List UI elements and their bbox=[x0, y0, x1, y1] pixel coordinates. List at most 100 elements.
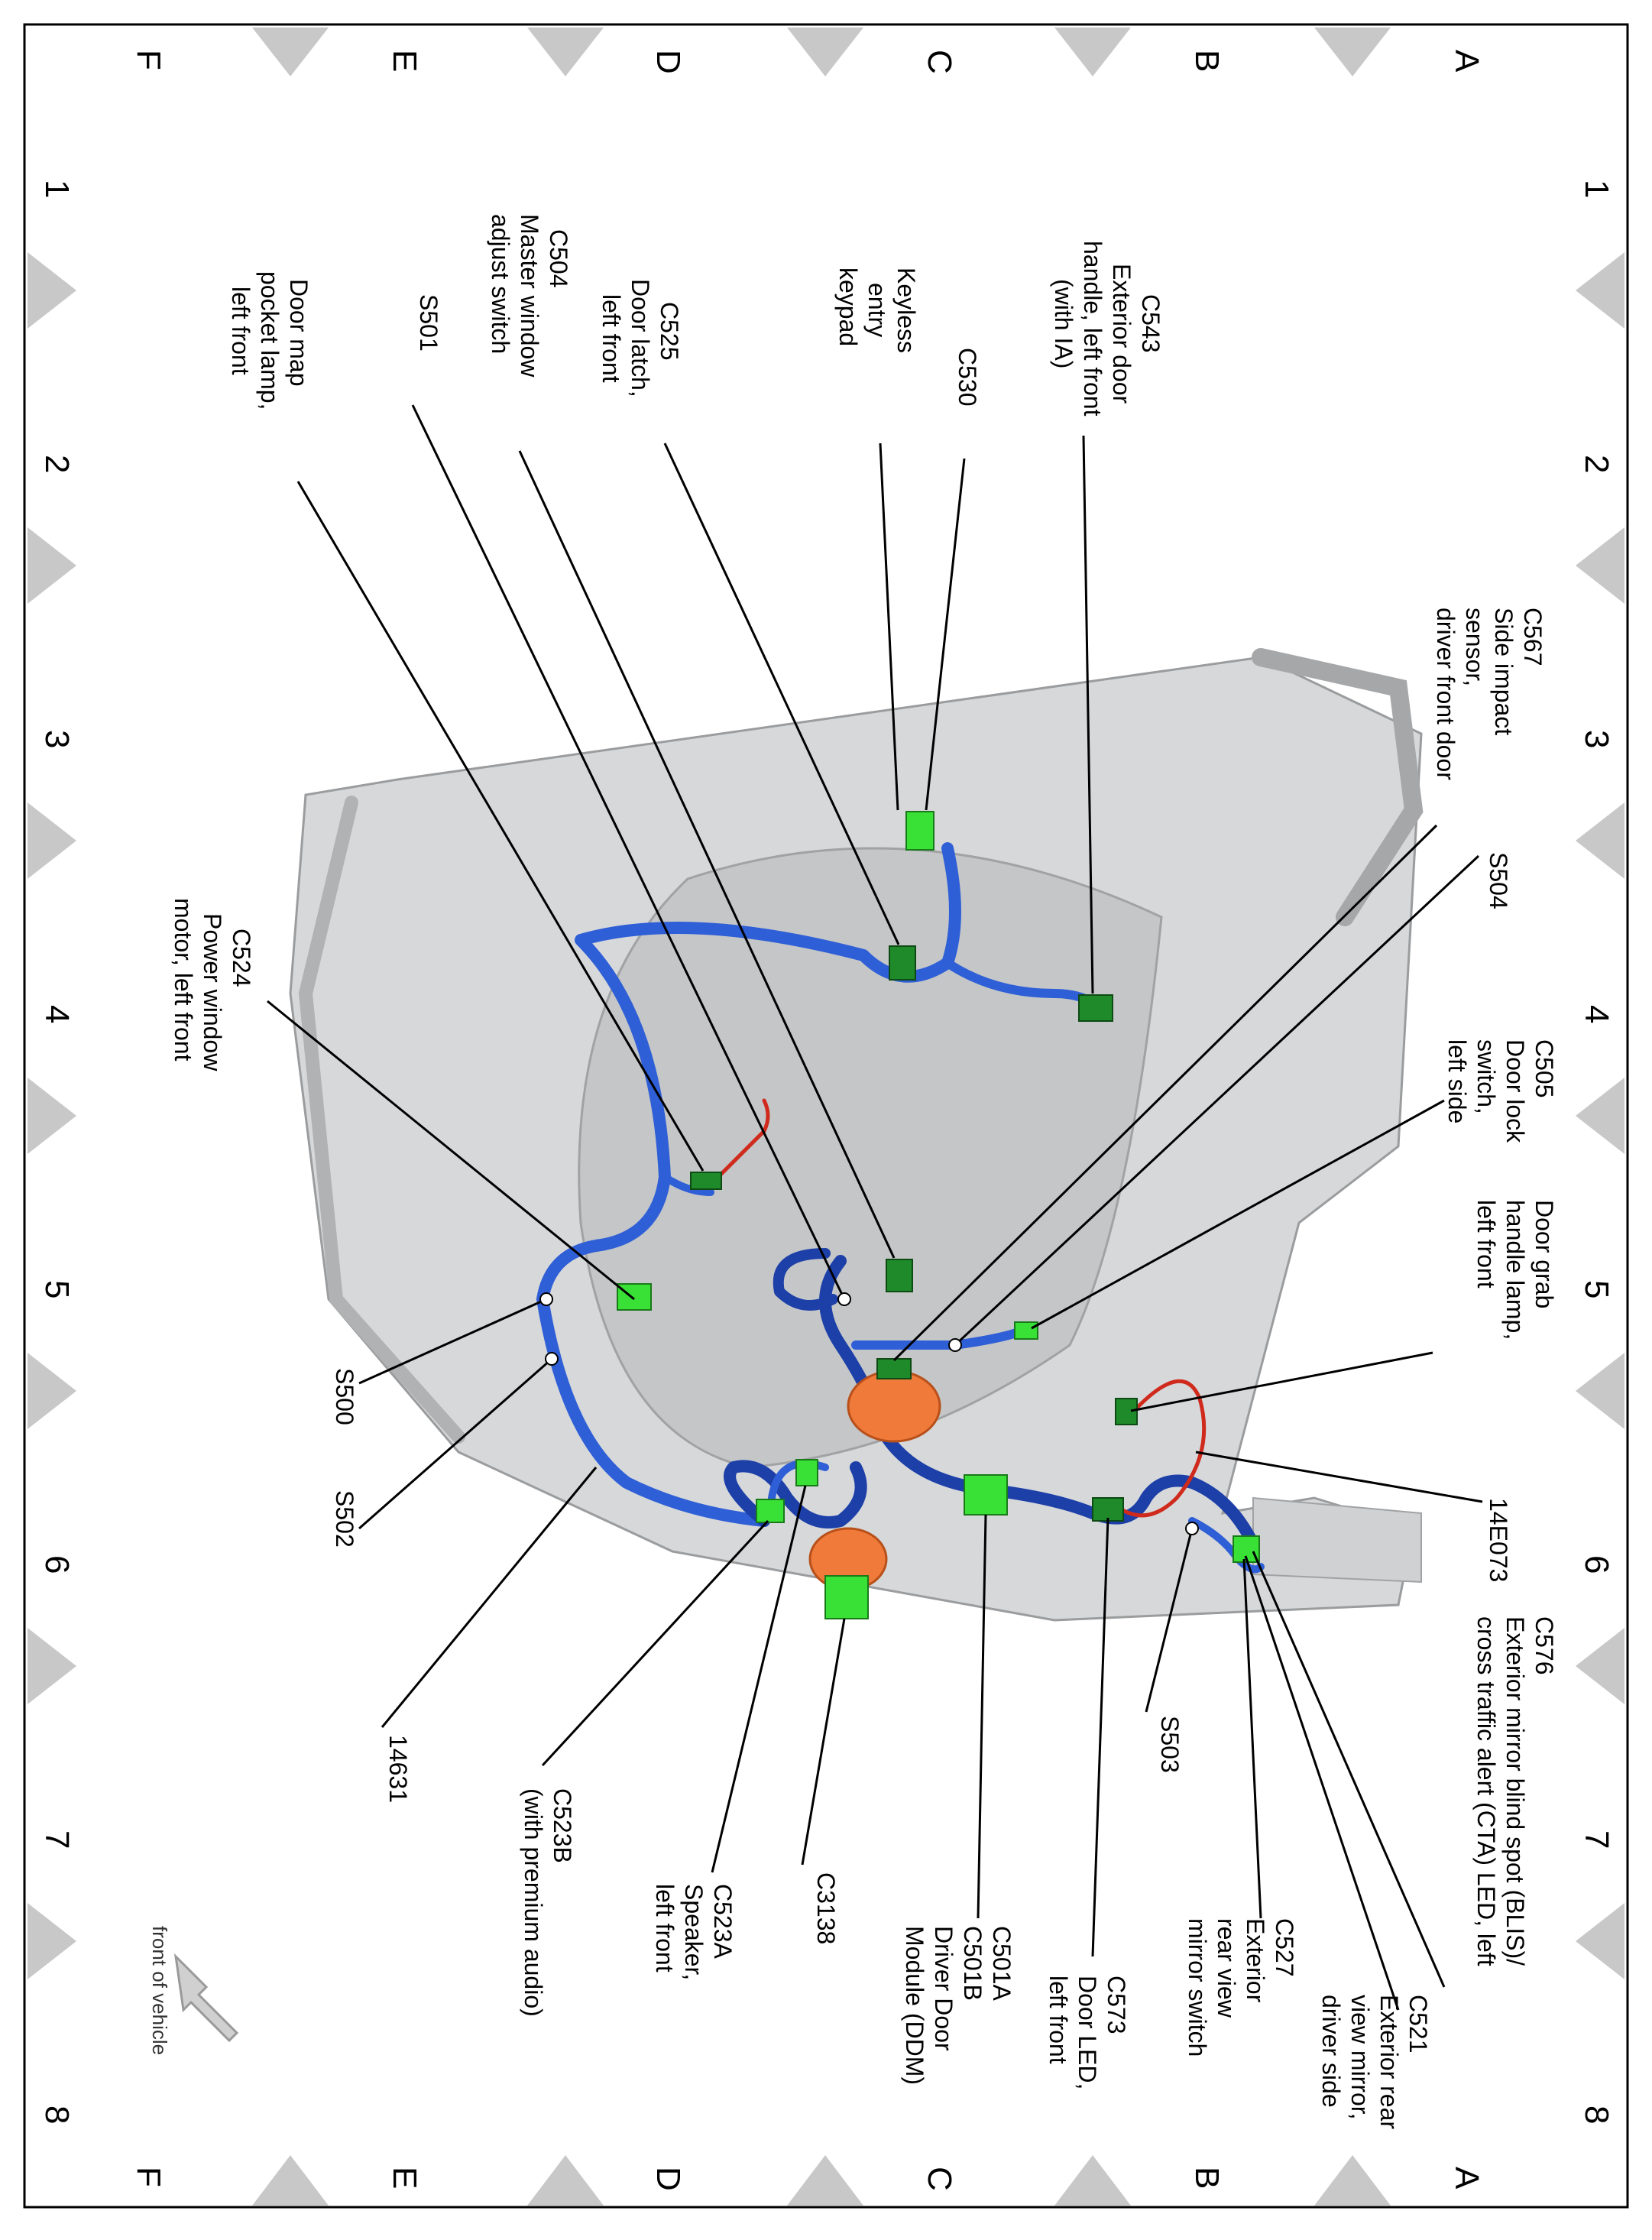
door-window-frame bbox=[1252, 648, 1424, 926]
callout-line: C523B bbox=[549, 1788, 576, 1863]
grid-letter: C bbox=[921, 50, 958, 74]
connector-c505 bbox=[1014, 1321, 1038, 1340]
callout-line: C525 bbox=[656, 302, 683, 361]
callout-line: C527 bbox=[1271, 1918, 1298, 1977]
callout-line: cross traffic alert (CTA) LED, left bbox=[1472, 1616, 1500, 1966]
door-inner-recess bbox=[578, 847, 1163, 1469]
callout-line: Door LED, bbox=[1074, 1976, 1101, 2089]
connector-grab-lamp bbox=[1115, 1398, 1138, 1425]
callout-s503: S503 bbox=[1156, 1716, 1184, 1773]
callout-line: C543 bbox=[1137, 294, 1164, 353]
callout-line: left front bbox=[1045, 1976, 1072, 2064]
connector-c525 bbox=[889, 945, 916, 981]
leader-s501 bbox=[411, 404, 846, 1300]
leader-c573 bbox=[1091, 1517, 1109, 1957]
callout-s504: S504 bbox=[1485, 852, 1512, 909]
leader-map-lamp bbox=[296, 481, 705, 1172]
callout-c501: C501A C501B Driver Door Module (DDM) bbox=[901, 1926, 1015, 2085]
door-panel bbox=[289, 648, 1424, 1622]
grid-letter: F bbox=[130, 2167, 167, 2187]
grid-numbers-left: 1 2 3 4 5 6 7 8 bbox=[38, 180, 76, 2124]
leader-c523a bbox=[711, 1485, 807, 1873]
grid-letter: F bbox=[130, 50, 167, 70]
connector-c524 bbox=[617, 1283, 652, 1311]
callout-line: Driver Door bbox=[930, 1926, 957, 2051]
callout-line: Exterior bbox=[1242, 1918, 1269, 2003]
leader-s504 bbox=[954, 854, 1480, 1347]
leader-c543 bbox=[1082, 435, 1094, 994]
callout-s502: S502 bbox=[331, 1490, 358, 1548]
leader-c3138 bbox=[801, 1618, 846, 1866]
callout-line: Speaker, bbox=[680, 1884, 708, 1980]
grid-number: 1 bbox=[1578, 180, 1615, 198]
callout-line: left front bbox=[227, 287, 254, 375]
grid-letter: E bbox=[386, 50, 423, 72]
door-hinge-area bbox=[1252, 1496, 1422, 1584]
callout-line: driver front door bbox=[1432, 608, 1459, 780]
diagram-border bbox=[23, 23, 1629, 2209]
harness-lower-loop bbox=[724, 1460, 867, 1528]
leader-c521 bbox=[1244, 1555, 1400, 2011]
callout-line: pocket lamp, bbox=[256, 271, 283, 410]
grid-number: 8 bbox=[38, 2105, 76, 2124]
callout-line: switch, bbox=[1472, 1039, 1500, 1114]
leader-s503 bbox=[1145, 1528, 1194, 1713]
callout-line: sensor, bbox=[1461, 608, 1488, 686]
front-of-vehicle-indicator: front of vehicle bbox=[148, 1926, 239, 2055]
callout-line: view mirror, bbox=[1346, 1995, 1374, 2120]
connector-c501 bbox=[964, 1474, 1008, 1515]
callout-c530: C530 bbox=[954, 348, 981, 407]
callout-line: handle, left front bbox=[1079, 241, 1106, 417]
grid-letter: D bbox=[649, 2167, 687, 2191]
callout-line: Door map bbox=[285, 279, 313, 387]
callout-line: C567 bbox=[1519, 608, 1547, 666]
grid-letter: B bbox=[1188, 50, 1226, 72]
callout-line: (with premium audio) bbox=[520, 1788, 547, 2017]
callout-line: Door latch, bbox=[627, 279, 654, 397]
grid-number: 2 bbox=[1578, 455, 1615, 473]
callout-14e073: 14E073 bbox=[1485, 1498, 1512, 1582]
grid-letters-bottom: A B C D E F bbox=[130, 2167, 1485, 2191]
grid-number: 7 bbox=[1578, 1830, 1615, 1849]
callout-line: left front bbox=[1472, 1200, 1500, 1289]
callout-line: S500 bbox=[331, 1368, 358, 1425]
callout-line: entry bbox=[863, 283, 891, 337]
callout-14631: 14631 bbox=[384, 1735, 412, 1803]
callout-line: C524 bbox=[228, 929, 255, 987]
grid-number: 3 bbox=[1578, 730, 1615, 748]
grid-number: 4 bbox=[38, 1005, 76, 1023]
grid-letter: E bbox=[386, 2167, 423, 2189]
splice-s500 bbox=[539, 1292, 553, 1306]
callout-line: left front bbox=[651, 1884, 679, 1973]
callout-c527: C527 Exterior rear view mirror switch bbox=[1184, 1918, 1298, 2057]
callout-c504: C504 Master window adjust switch bbox=[487, 214, 572, 378]
grid-number: 4 bbox=[1578, 1005, 1615, 1023]
grommet-upper bbox=[847, 1370, 941, 1443]
callout-line: adjust switch bbox=[487, 214, 514, 354]
callout-line: Module (DDM) bbox=[901, 1926, 928, 2085]
callout-line: C523A bbox=[709, 1884, 737, 1960]
leader-s500 bbox=[358, 1298, 547, 1385]
grid-letters-top: A B C D E F bbox=[130, 50, 1485, 74]
callout-s500: S500 bbox=[331, 1368, 358, 1425]
leader-c527 bbox=[1242, 1558, 1262, 1919]
callout-line: (with IA) bbox=[1050, 279, 1077, 368]
splice-s501 bbox=[837, 1292, 851, 1306]
grid-letter: D bbox=[649, 50, 687, 74]
grid-number: 7 bbox=[38, 1830, 76, 1849]
harness-pocket-lamp-branch bbox=[661, 1173, 714, 1196]
leader-lines bbox=[267, 404, 1483, 2011]
leader-14631 bbox=[381, 1467, 598, 1728]
grid-number: 5 bbox=[1578, 1280, 1615, 1298]
front-of-vehicle-arrow-icon bbox=[173, 1953, 239, 2043]
callout-c576: C576 Exterior mirror blind spot (BLIS)/ … bbox=[1472, 1616, 1558, 1966]
leader-c523b bbox=[541, 1519, 769, 1767]
callout-line: Keyless bbox=[892, 267, 920, 353]
callout-line: Exterior rear bbox=[1375, 1995, 1403, 2129]
splice-s503 bbox=[1185, 1522, 1199, 1535]
callout-line: rear view bbox=[1213, 1918, 1240, 2018]
callout-line: C3138 bbox=[812, 1872, 840, 1944]
leader-c524 bbox=[267, 1000, 635, 1301]
leader-c501 bbox=[977, 1514, 987, 1919]
